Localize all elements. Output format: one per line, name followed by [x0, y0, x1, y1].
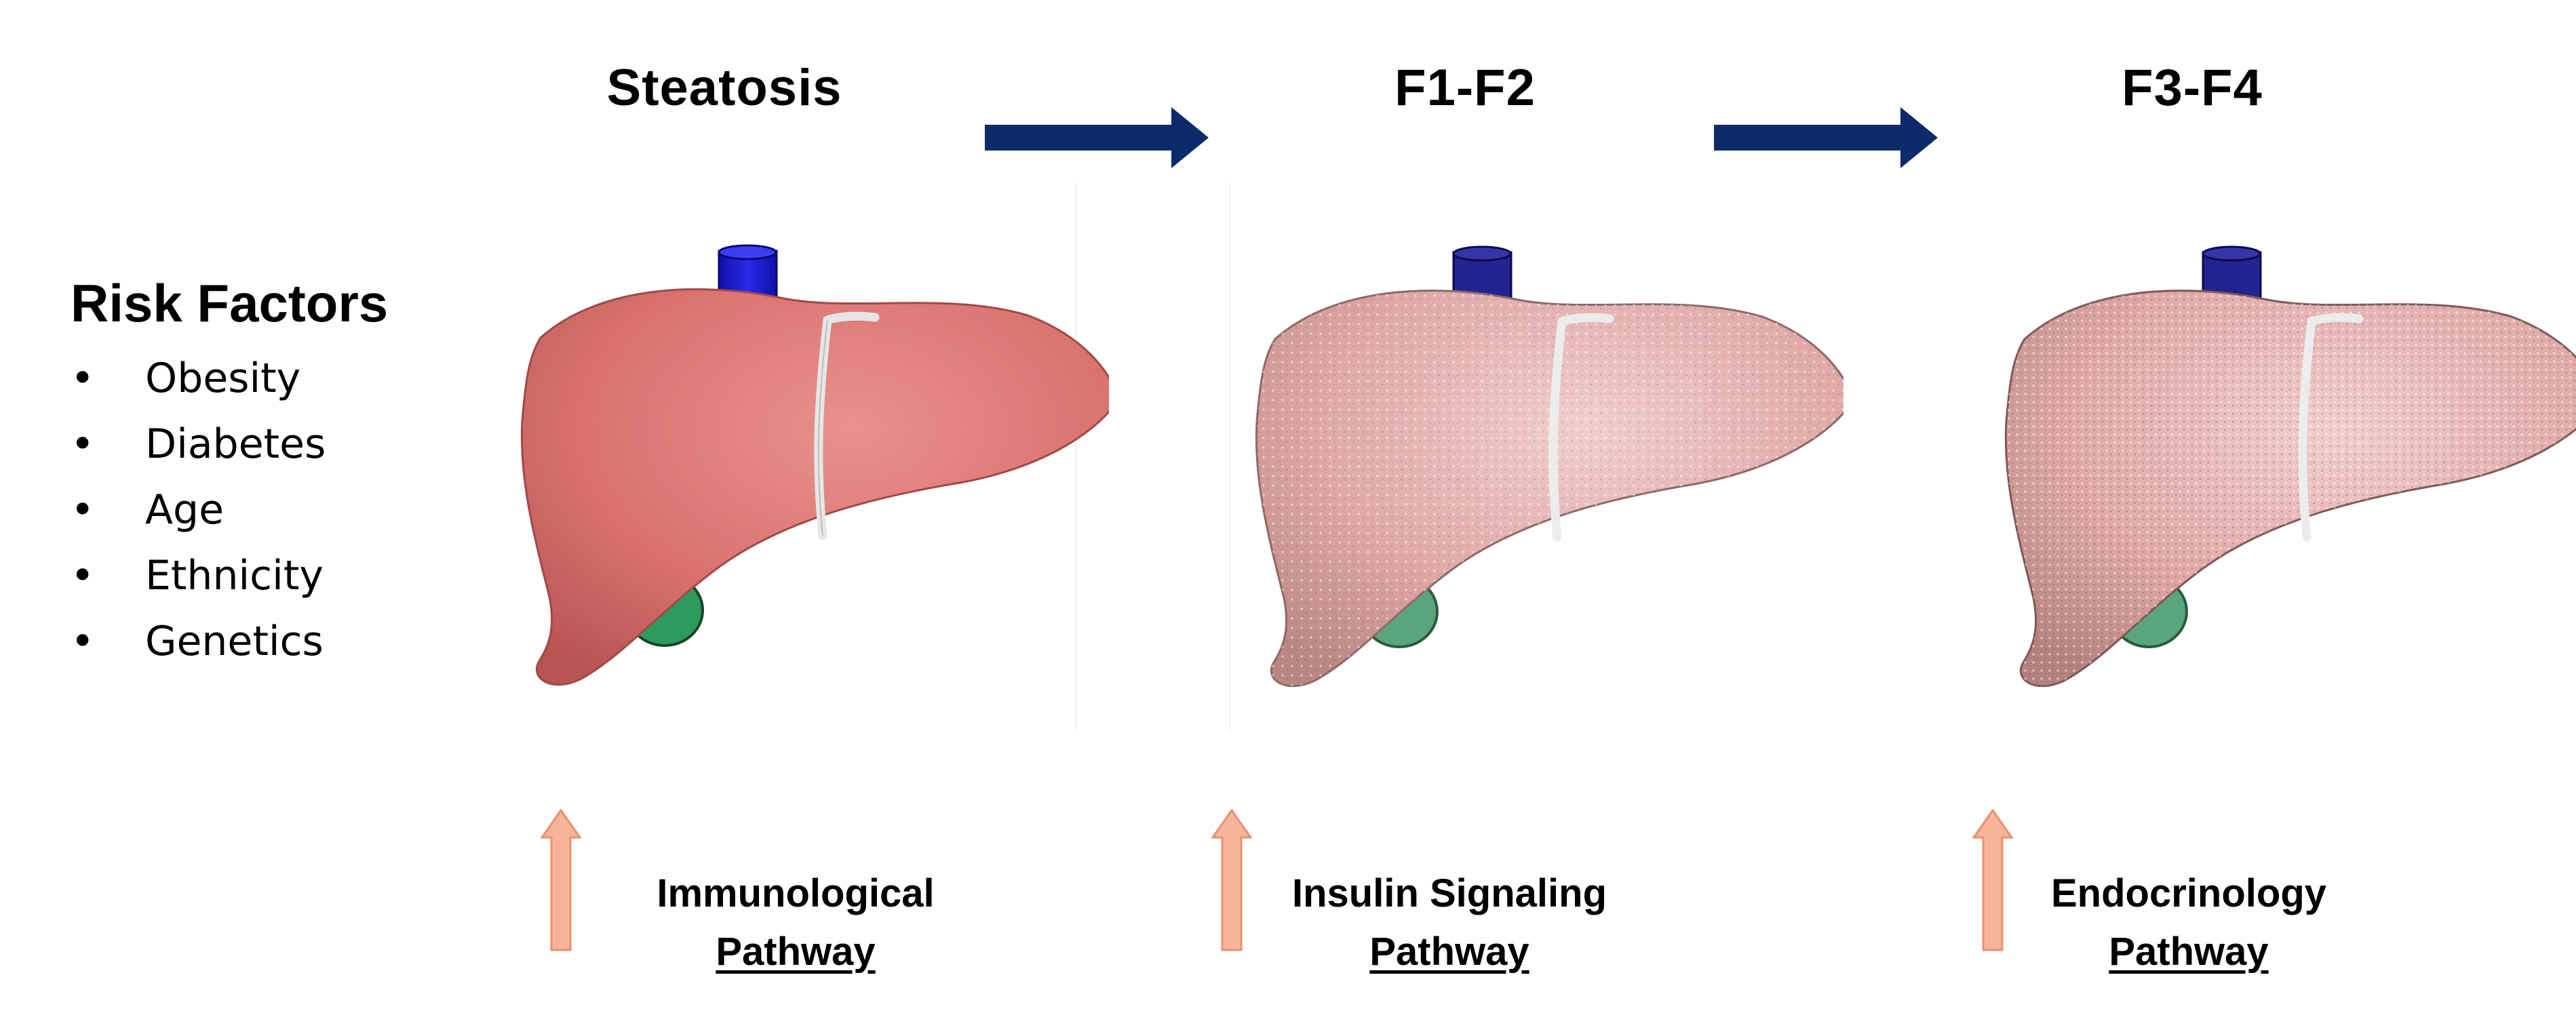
bullet-icon: •: [71, 486, 95, 534]
panel-divider: [1229, 183, 1230, 732]
risk-factors-list: • Obesity • Diabetes • Age • Ethnicity • Gene…: [68, 346, 326, 675]
risk-factor-label: Diabetes: [145, 420, 326, 468]
bullet-icon: •: [71, 552, 95, 599]
up-arrow-icon: [1972, 809, 2013, 951]
pathway-suffix: Pathway: [2109, 930, 2269, 974]
pathway-label-endocrinology: Endocrinology Pathway: [1999, 865, 2379, 981]
risk-factors-heading: Risk Factors: [71, 273, 389, 333]
progression-arrow-icon: [985, 107, 1209, 168]
stage-title-f3-f4: F3-F4: [2122, 59, 2263, 117]
pathway-label-insulin-signaling: Insulin Signaling Pathway: [1260, 865, 1639, 981]
risk-factor-item: • Diabetes: [68, 412, 326, 477]
liver-f3-f4-illustration: [2004, 245, 2576, 688]
pathway-name: Endocrinology: [2051, 871, 2326, 915]
pathway-suffix: Pathway: [716, 930, 876, 974]
risk-factor-label: Genetics: [145, 618, 324, 665]
up-arrow-icon: [541, 809, 581, 951]
risk-factor-item: • Obesity: [68, 346, 326, 412]
risk-factor-item: • Genetics: [68, 609, 326, 675]
risk-factor-label: Obesity: [145, 355, 301, 402]
liver-f1-f2-illustration: [1255, 245, 1843, 688]
bullet-icon: •: [71, 420, 95, 468]
pathway-suffix: Pathway: [1369, 930, 1529, 974]
stage-title-steatosis: Steatosis: [606, 59, 842, 117]
bullet-icon: •: [71, 355, 95, 402]
panel-divider: [1075, 183, 1076, 732]
risk-factor-label: Ethnicity: [145, 552, 324, 599]
pathway-name: Immunological: [657, 871, 935, 915]
stage-title-f1-f2: F1-F2: [1394, 59, 1536, 117]
up-arrow-icon: [1211, 809, 1252, 951]
risk-factor-item: • Ethnicity: [68, 543, 326, 609]
pathway-name: Insulin Signaling: [1292, 871, 1607, 915]
bullet-icon: •: [71, 618, 95, 665]
risk-factor-label: Age: [145, 486, 225, 534]
progression-arrow-icon: [1714, 107, 1938, 168]
pathway-label-immunological: Immunological Pathway: [606, 865, 985, 981]
risk-factor-item: • Age: [68, 477, 326, 543]
liver-steatosis-illustration: [520, 244, 1109, 686]
